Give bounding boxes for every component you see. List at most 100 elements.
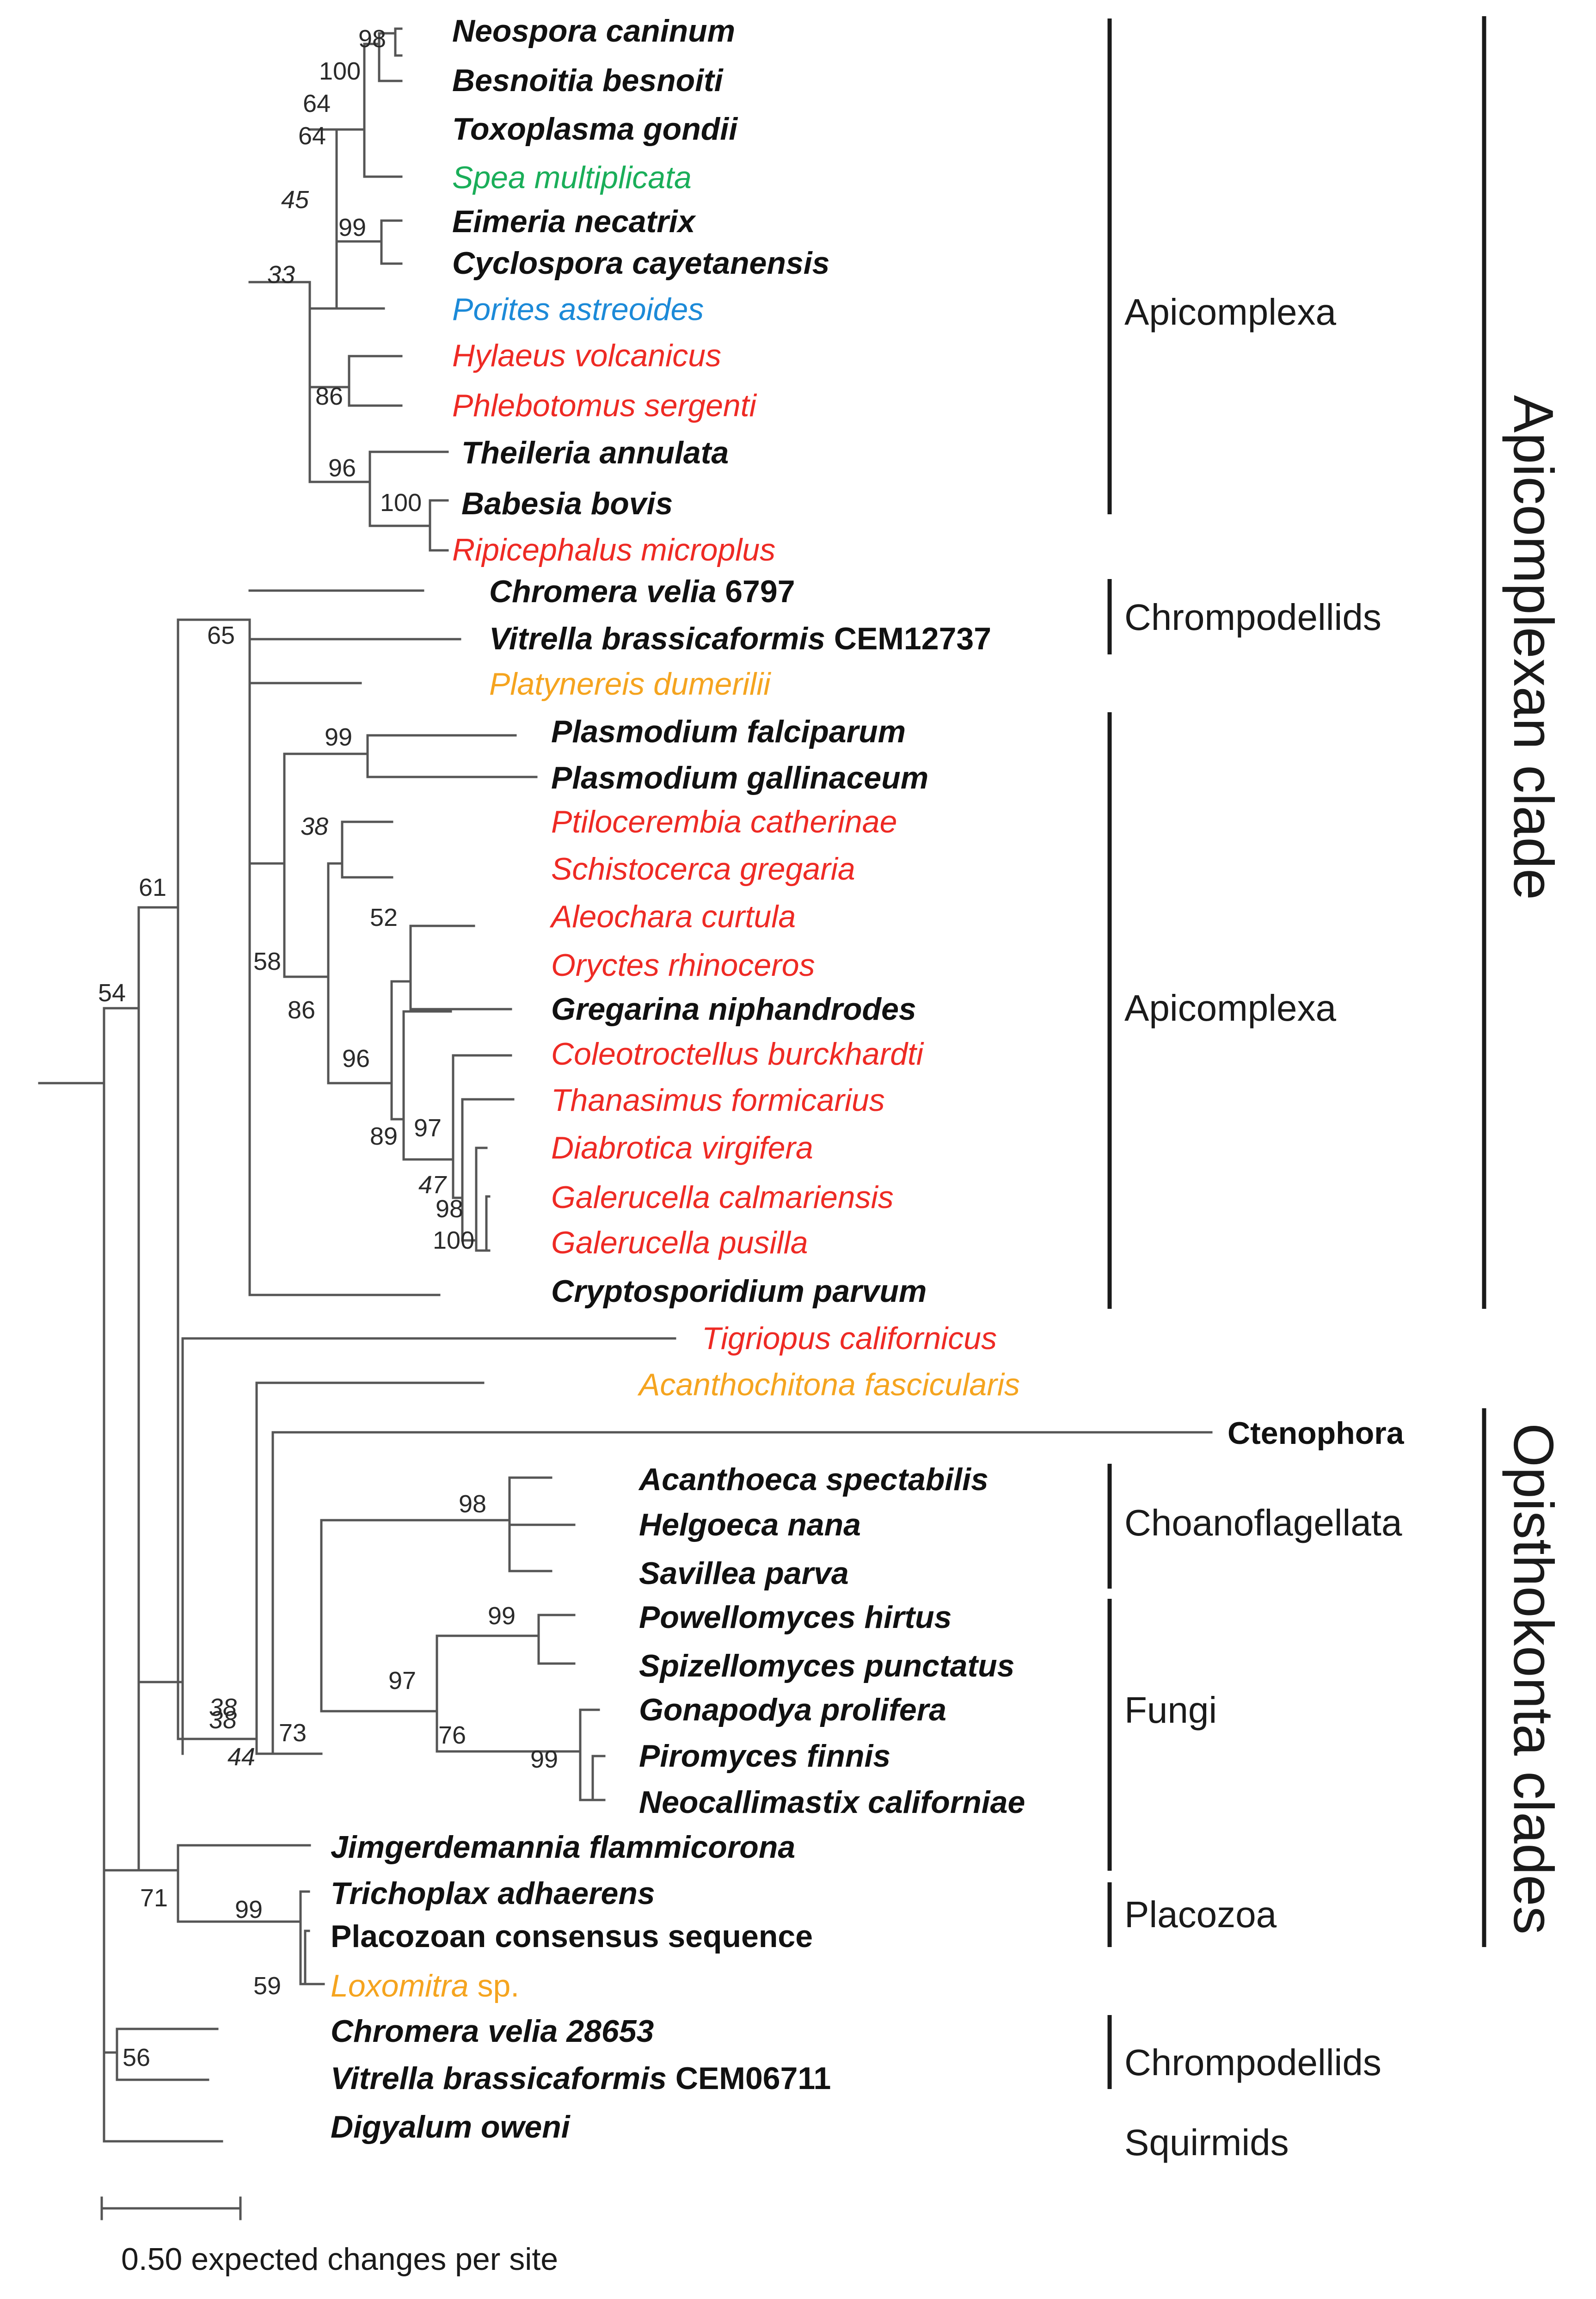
taxon-label: Platynereis dumerilii <box>489 666 771 702</box>
support-value: 86 <box>288 996 315 1024</box>
taxon-label: Vitrella brassicaformis CEM06711 <box>331 2061 831 2096</box>
taxon-label: Galerucella pusilla <box>551 1225 808 1260</box>
taxon-label: Powellomyces hirtus <box>639 1600 951 1635</box>
taxon-label: Gonapodya prolifera <box>639 1692 946 1727</box>
scale-bar-label: 0.50 expected changes per site <box>121 2242 558 2277</box>
taxon-label: Jimgerdemannia flammicorona <box>331 1830 795 1865</box>
taxon-label: Besnoitia besnoiti <box>452 63 724 98</box>
clade-label-apicomplexa-1: Apicomplexa <box>1124 291 1337 333</box>
support-value: 59 <box>253 1972 281 2000</box>
support-value: 58 <box>253 948 281 975</box>
taxon-label: Cyclospora cayetanensis <box>452 246 829 281</box>
tree-branches <box>38 27 1213 2143</box>
support-value: 56 <box>123 2044 150 2071</box>
clade-label-chrompodellids-2: Chrompodellids <box>1124 2042 1381 2083</box>
support-value: 38 <box>301 813 328 840</box>
taxon-label: Digyalum oweni <box>331 2109 571 2145</box>
support-value: 73 <box>279 1719 307 1747</box>
clade-label-placozoa: Placozoa <box>1124 1894 1277 1935</box>
support-value: 98 <box>358 25 386 53</box>
taxon-label: Loxomitra sp. <box>331 1968 519 2003</box>
clade-label-choanoflagellata: Choanoflagellata <box>1124 1502 1402 1543</box>
support-value: 76 <box>438 1721 466 1749</box>
taxon-label: Helgoeca nana <box>639 1507 861 1542</box>
support-value: 64 <box>303 90 331 117</box>
clade-label-squirmids: Squirmids <box>1124 2122 1289 2163</box>
support-value: 99 <box>530 1745 558 1773</box>
taxon-label: Chromera velia 6797 <box>489 574 795 609</box>
support-value: 89 <box>370 1122 398 1150</box>
support-value: 33 <box>267 261 295 289</box>
support-value: 96 <box>342 1045 370 1072</box>
taxon-label: Galerucella calmariensis <box>551 1180 894 1215</box>
clade-bars <box>1107 16 1486 2089</box>
support-value: 100 <box>433 1227 474 1254</box>
taxon-label: Toxoplasma gondii <box>452 111 738 147</box>
taxon-label: Chromera velia 28653 <box>331 2014 654 2049</box>
taxon-label: Cryptosporidium parvum <box>551 1274 927 1309</box>
support-value: 47 <box>418 1171 447 1199</box>
taxon-label: Acanthochitona fascicularis <box>637 1367 1020 1402</box>
taxon-label: Schistocerca gregaria <box>551 851 855 887</box>
support-value: 98 <box>459 1490 486 1518</box>
support-value: 100 <box>380 489 422 517</box>
support-value: 44 <box>227 1743 255 1771</box>
taxon-label: Theileria annulata <box>461 435 729 470</box>
taxon-label: Porites astreoides <box>452 292 704 327</box>
taxon-label: Spizellomyces punctatus <box>639 1648 1014 1683</box>
support-value: 38 <box>209 1694 237 1721</box>
taxon-label: Placozoan consensus sequence <box>331 1919 813 1954</box>
clade-label-apicomplexa-2: Apicomplexa <box>1124 987 1337 1029</box>
taxon-label: Gregarina niphandrodes <box>551 992 916 1027</box>
support-value: 52 <box>370 904 398 931</box>
clade-labels: Apicomplexa Chrompodellids Apicomplexa C… <box>1124 291 1565 2163</box>
taxon-label: Ptilocerembia catherinae <box>551 804 897 839</box>
clade-label-opisthokonta-clades: Opisthokonta clades <box>1502 1423 1565 1934</box>
support-value: 99 <box>235 1896 263 1923</box>
support-value: 71 <box>140 1884 168 1912</box>
taxon-label: Savillea parva <box>639 1556 849 1591</box>
support-value: 96 <box>328 454 356 482</box>
support-value: 97 <box>388 1667 416 1695</box>
taxon-label: Phlebotomus sergenti <box>452 388 757 423</box>
taxon-label: Thanasimus formicarius <box>551 1083 885 1118</box>
support-value: 99 <box>338 214 366 241</box>
taxon-label: Oryctes rhinoceros <box>551 948 815 983</box>
taxon-label: Ripicephalus microplus <box>452 532 775 567</box>
support-value: 61 <box>139 874 166 901</box>
taxon-label: Hylaeus volcanicus <box>452 338 721 373</box>
support-value: 100 <box>319 57 361 85</box>
support-values: 98 100 64 64 45 99 33 86 96 100 65 99 38… <box>98 25 558 2071</box>
taxon-label: Acanthoeca spectabilis <box>638 1462 988 1497</box>
support-value: 64 <box>298 122 326 150</box>
taxon-label: Babesia bovis <box>461 486 673 521</box>
support-value: 38 <box>209 1706 237 1734</box>
taxon-label: Aleochara curtula <box>549 899 796 934</box>
scale-bar: 0.50 expected changes per site <box>100 2196 558 2277</box>
taxon-label: Spea multiplicata <box>452 160 692 195</box>
taxon-label: Coleotroctellus burckhardti <box>551 1036 924 1072</box>
taxon-label: Trichoplax adhaerens <box>331 1876 655 1911</box>
taxon-label: Plasmodium falciparum <box>551 714 906 749</box>
taxon-label: Neospora caninum <box>452 13 735 49</box>
support-value: 98 <box>436 1195 463 1223</box>
taxon-label: Eimeria necatrix <box>452 204 697 239</box>
taxon-label: Tigriopus californicus <box>702 1321 997 1356</box>
taxon-label: Vitrella brassicaformis CEM12737 <box>489 621 991 656</box>
support-value: 45 <box>281 186 309 214</box>
support-value: 54 <box>98 979 126 1007</box>
taxon-label: Ctenophora <box>1228 1416 1405 1451</box>
support-value: 65 <box>207 622 235 649</box>
taxon-label: Neocallimastix californiae <box>639 1785 1025 1820</box>
taxon-label: Piromyces finnis <box>639 1738 890 1774</box>
taxon-label: Diabrotica virgifera <box>551 1130 813 1165</box>
taxon-labels: Neospora caninum Besnoitia besnoiti Toxo… <box>331 13 1405 2145</box>
clade-label-apicomplexan-clade: Apicomplexan clade <box>1502 395 1565 900</box>
support-value: 99 <box>325 723 352 751</box>
taxon-label: Plasmodium gallinaceum <box>551 760 928 795</box>
support-value: 86 <box>315 382 343 410</box>
clade-label-fungi: Fungi <box>1124 1689 1217 1731</box>
support-value: 97 <box>414 1114 442 1142</box>
clade-label-chrompodellids-1: Chrompodellids <box>1124 597 1381 638</box>
